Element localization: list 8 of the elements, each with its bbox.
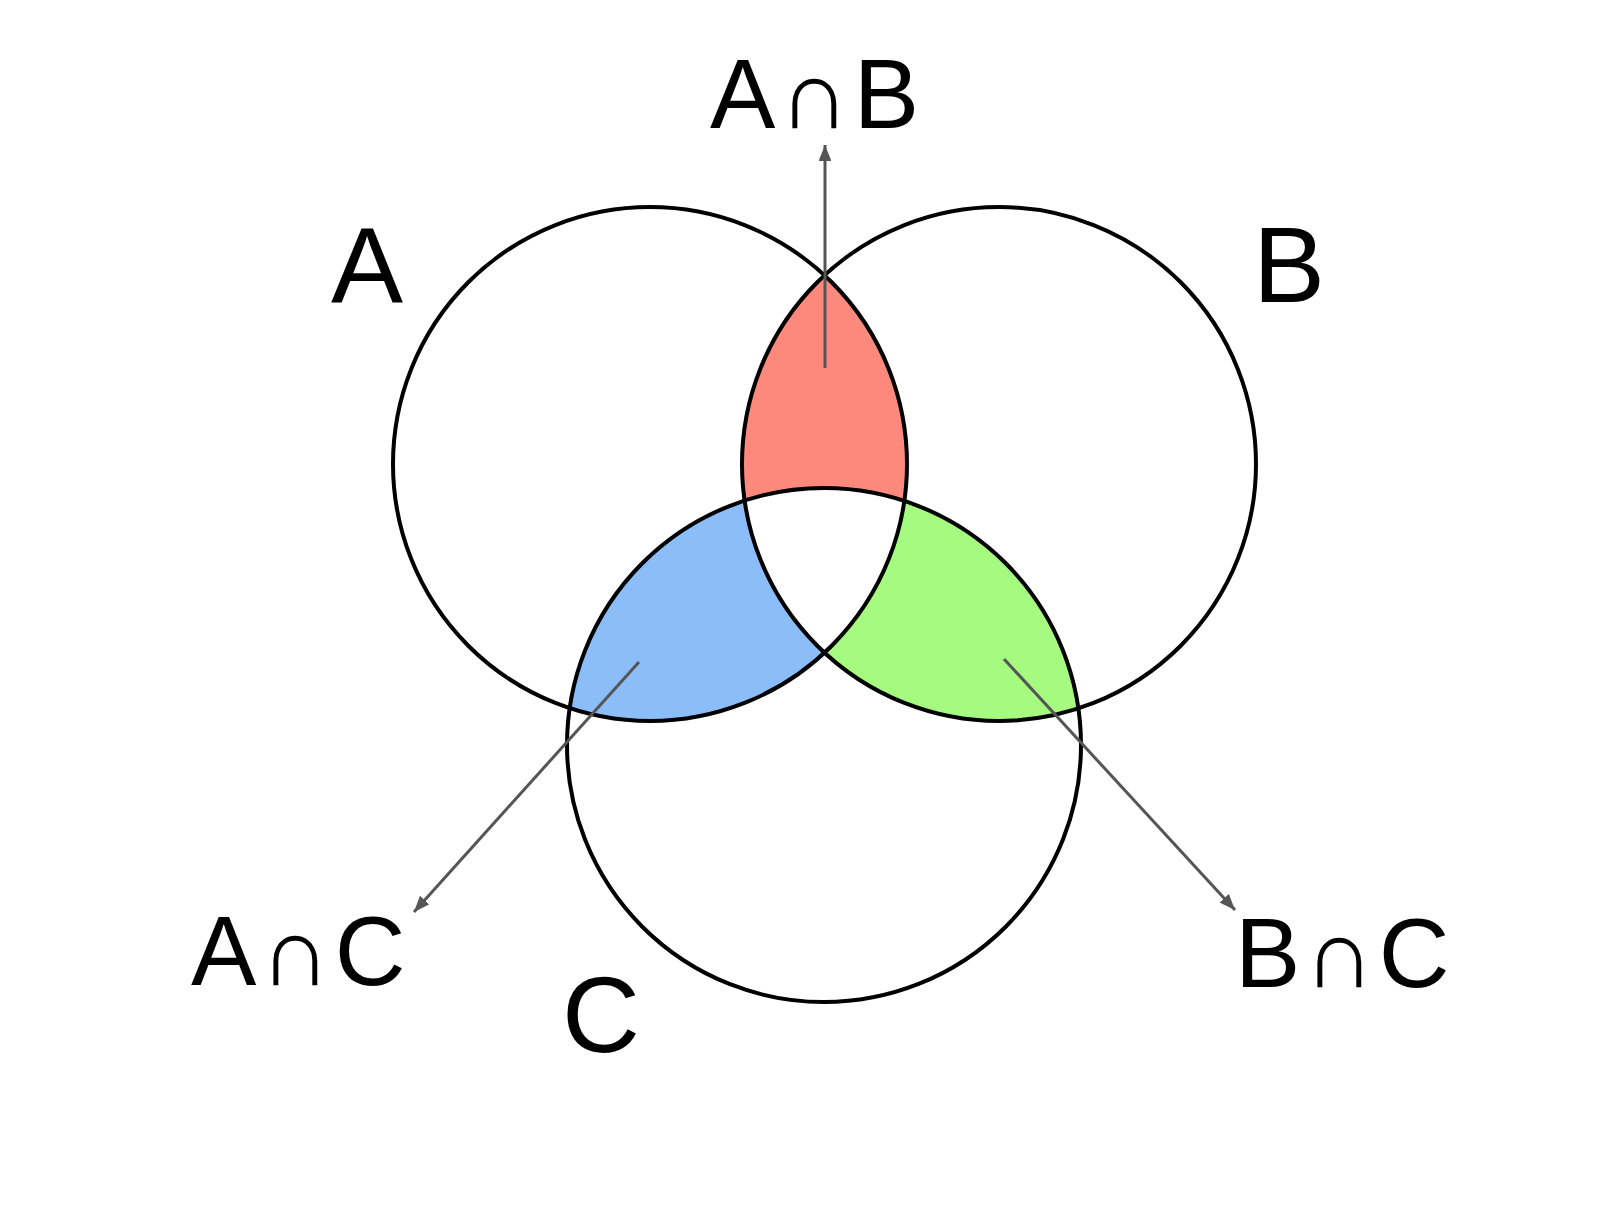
intersection-label: A∩C xyxy=(191,902,410,1000)
leader-arrow xyxy=(1002,658,1237,911)
intersection-label: B∩C xyxy=(1235,904,1454,1002)
leader-arrow xyxy=(412,661,641,913)
set-label: A xyxy=(331,212,408,320)
set-label: C xyxy=(562,961,645,1069)
set-label: B xyxy=(1253,211,1330,319)
intersection-label: A∩B xyxy=(710,45,923,143)
